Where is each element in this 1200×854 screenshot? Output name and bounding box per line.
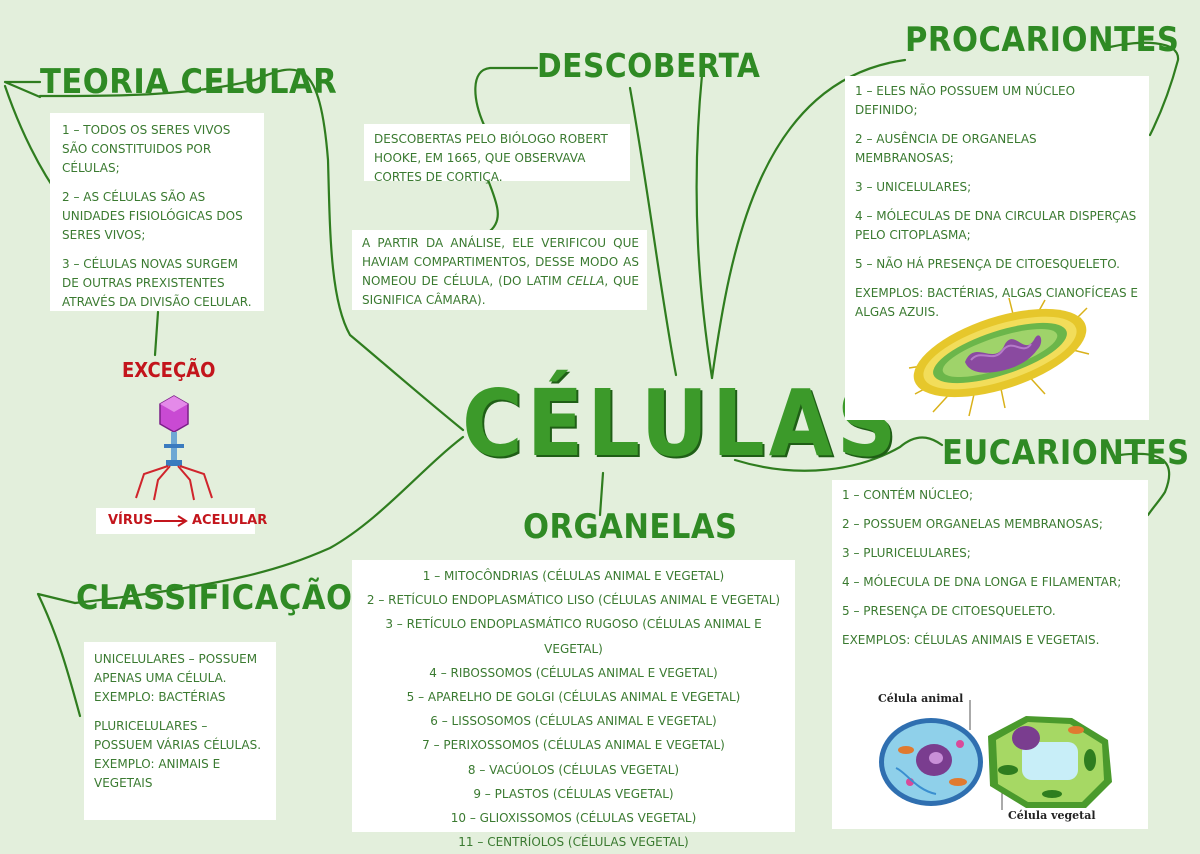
procariontes-item: 5 – Não há presença de citoesqueleto. bbox=[855, 257, 1120, 271]
organela-item: 8 – Vacúolos (células vegetal) bbox=[467, 762, 680, 777]
organela-item: 2 – Retículo endoplasmático liso (célula… bbox=[366, 593, 781, 608]
descoberta-text-2a: A partir da análise, ele verificou que h… bbox=[362, 236, 639, 288]
teoria-celular-box: 1 – Todos os seres vivos são constituido… bbox=[50, 113, 264, 311]
descoberta-title: DESCOBERTA bbox=[537, 46, 761, 85]
eucariontes-item: 4 – Mólecula de DNA longa e filamentar; bbox=[842, 575, 1122, 589]
eucariontes-item: 2 – Possuem organelas membranosas; bbox=[842, 517, 1103, 531]
eukaryotic-cells-illustration bbox=[879, 700, 1112, 810]
bacteria-illustration bbox=[908, 298, 1090, 417]
celula-animal-label: Célula animal bbox=[878, 692, 964, 705]
excecao-title: EXCEÇÃO bbox=[122, 358, 216, 382]
celula-vegetal-label: Célula vegetal bbox=[1008, 809, 1096, 822]
eucariontes-item: 5 – Presença de citoesqueleto. bbox=[842, 604, 1056, 618]
descoberta-text-1: Descobertas pelo biólogo Robert Hooke, e… bbox=[374, 132, 608, 184]
organelas-title: ORGANELAS bbox=[523, 507, 738, 547]
center-title: CÉLULAS bbox=[462, 370, 901, 477]
descoberta-box-1: Descobertas pelo biólogo Robert Hooke, e… bbox=[364, 124, 630, 184]
bacteriophage-virus-illustration bbox=[135, 395, 213, 501]
virus-text: VÍRUS bbox=[108, 513, 153, 528]
teoria-item: 2 – As células são as unidades fisiológi… bbox=[62, 190, 243, 242]
organela-item: 4 – Ribossomos (células animal e vegetal… bbox=[429, 665, 718, 680]
procariontes-box: 1 – Eles não possuem um núcleo definido;… bbox=[845, 76, 1149, 420]
organela-item: 11 – Centríolos (células vegetal) bbox=[458, 835, 689, 850]
eucariontes-item: 3 – Pluricelulares; bbox=[842, 546, 971, 560]
eucariontes-title: EUCARIONTES bbox=[942, 433, 1190, 473]
acelular-text: ACELULAR bbox=[192, 513, 268, 528]
procariontes-item: Exemplos: Bactérias, algas cianofíceas e… bbox=[855, 286, 1139, 319]
organela-item: 1 – Mitocôndrias (células animal e veget… bbox=[422, 569, 725, 583]
descoberta-text-2b: , que significa câmara). bbox=[362, 274, 639, 307]
organela-item: 3 – Retículo endoplasmático rugoso (célu… bbox=[385, 617, 762, 656]
classificacao-box: Unicelulares – possuem apenas uma célula… bbox=[84, 642, 276, 820]
eucariontes-item: Exemplos: células animais e vegetais. bbox=[842, 633, 1100, 647]
arrow-right-icon bbox=[154, 515, 188, 527]
procariontes-title: PROCARIONTES bbox=[905, 20, 1180, 60]
teoria-item: 3 – Células novas surgem de outras prexi… bbox=[62, 257, 252, 309]
teoria-celular-title: TEORIA CELULAR bbox=[40, 62, 338, 102]
organelas-box: 1 – Mitocôndrias (células animal e veget… bbox=[352, 560, 795, 849]
eucariontes-item: 1 – Contém núcleo; bbox=[842, 488, 974, 502]
organela-item: 6 – Lissosomos (células animal e vegetal… bbox=[430, 714, 717, 729]
descoberta-box-2: A partir da análise, ele verificou que h… bbox=[352, 230, 647, 310]
organela-item: 10 – Glioxissomos (células vegetal) bbox=[450, 811, 697, 826]
procariontes-item: 3 – Unicelulares; bbox=[855, 180, 972, 194]
virus-acelular-label: VÍRUS ACELULAR bbox=[96, 508, 267, 534]
classificacao-item: Pluricelulares – possuem várias células.… bbox=[94, 719, 262, 790]
organela-item: 9 – Plastos (células vegetal) bbox=[473, 786, 674, 801]
procariontes-item: 1 – Eles não possuem um núcleo definido; bbox=[855, 84, 1076, 117]
procariontes-item: 2 – Ausência de organelas membranosas; bbox=[855, 132, 1037, 165]
descoberta-text-2: A partir da análise, ele verificou que h… bbox=[362, 234, 639, 310]
teoria-item: 1 – Todos os seres vivos são constituido… bbox=[62, 123, 231, 175]
procariontes-item: 4 – Móleculas de DNA circular disperças … bbox=[855, 209, 1137, 242]
descoberta-text-2-italic: cella bbox=[566, 274, 605, 288]
organela-item: 7 – Perixossomos (células animal e veget… bbox=[422, 738, 725, 753]
organela-item: 5 – Aparelho de golgi (células animal e … bbox=[406, 690, 741, 705]
classificacao-item: Unicelulares – possuem apenas uma célula… bbox=[94, 652, 258, 704]
classificacao-title: CLASSIFICAÇÃO bbox=[76, 578, 353, 618]
